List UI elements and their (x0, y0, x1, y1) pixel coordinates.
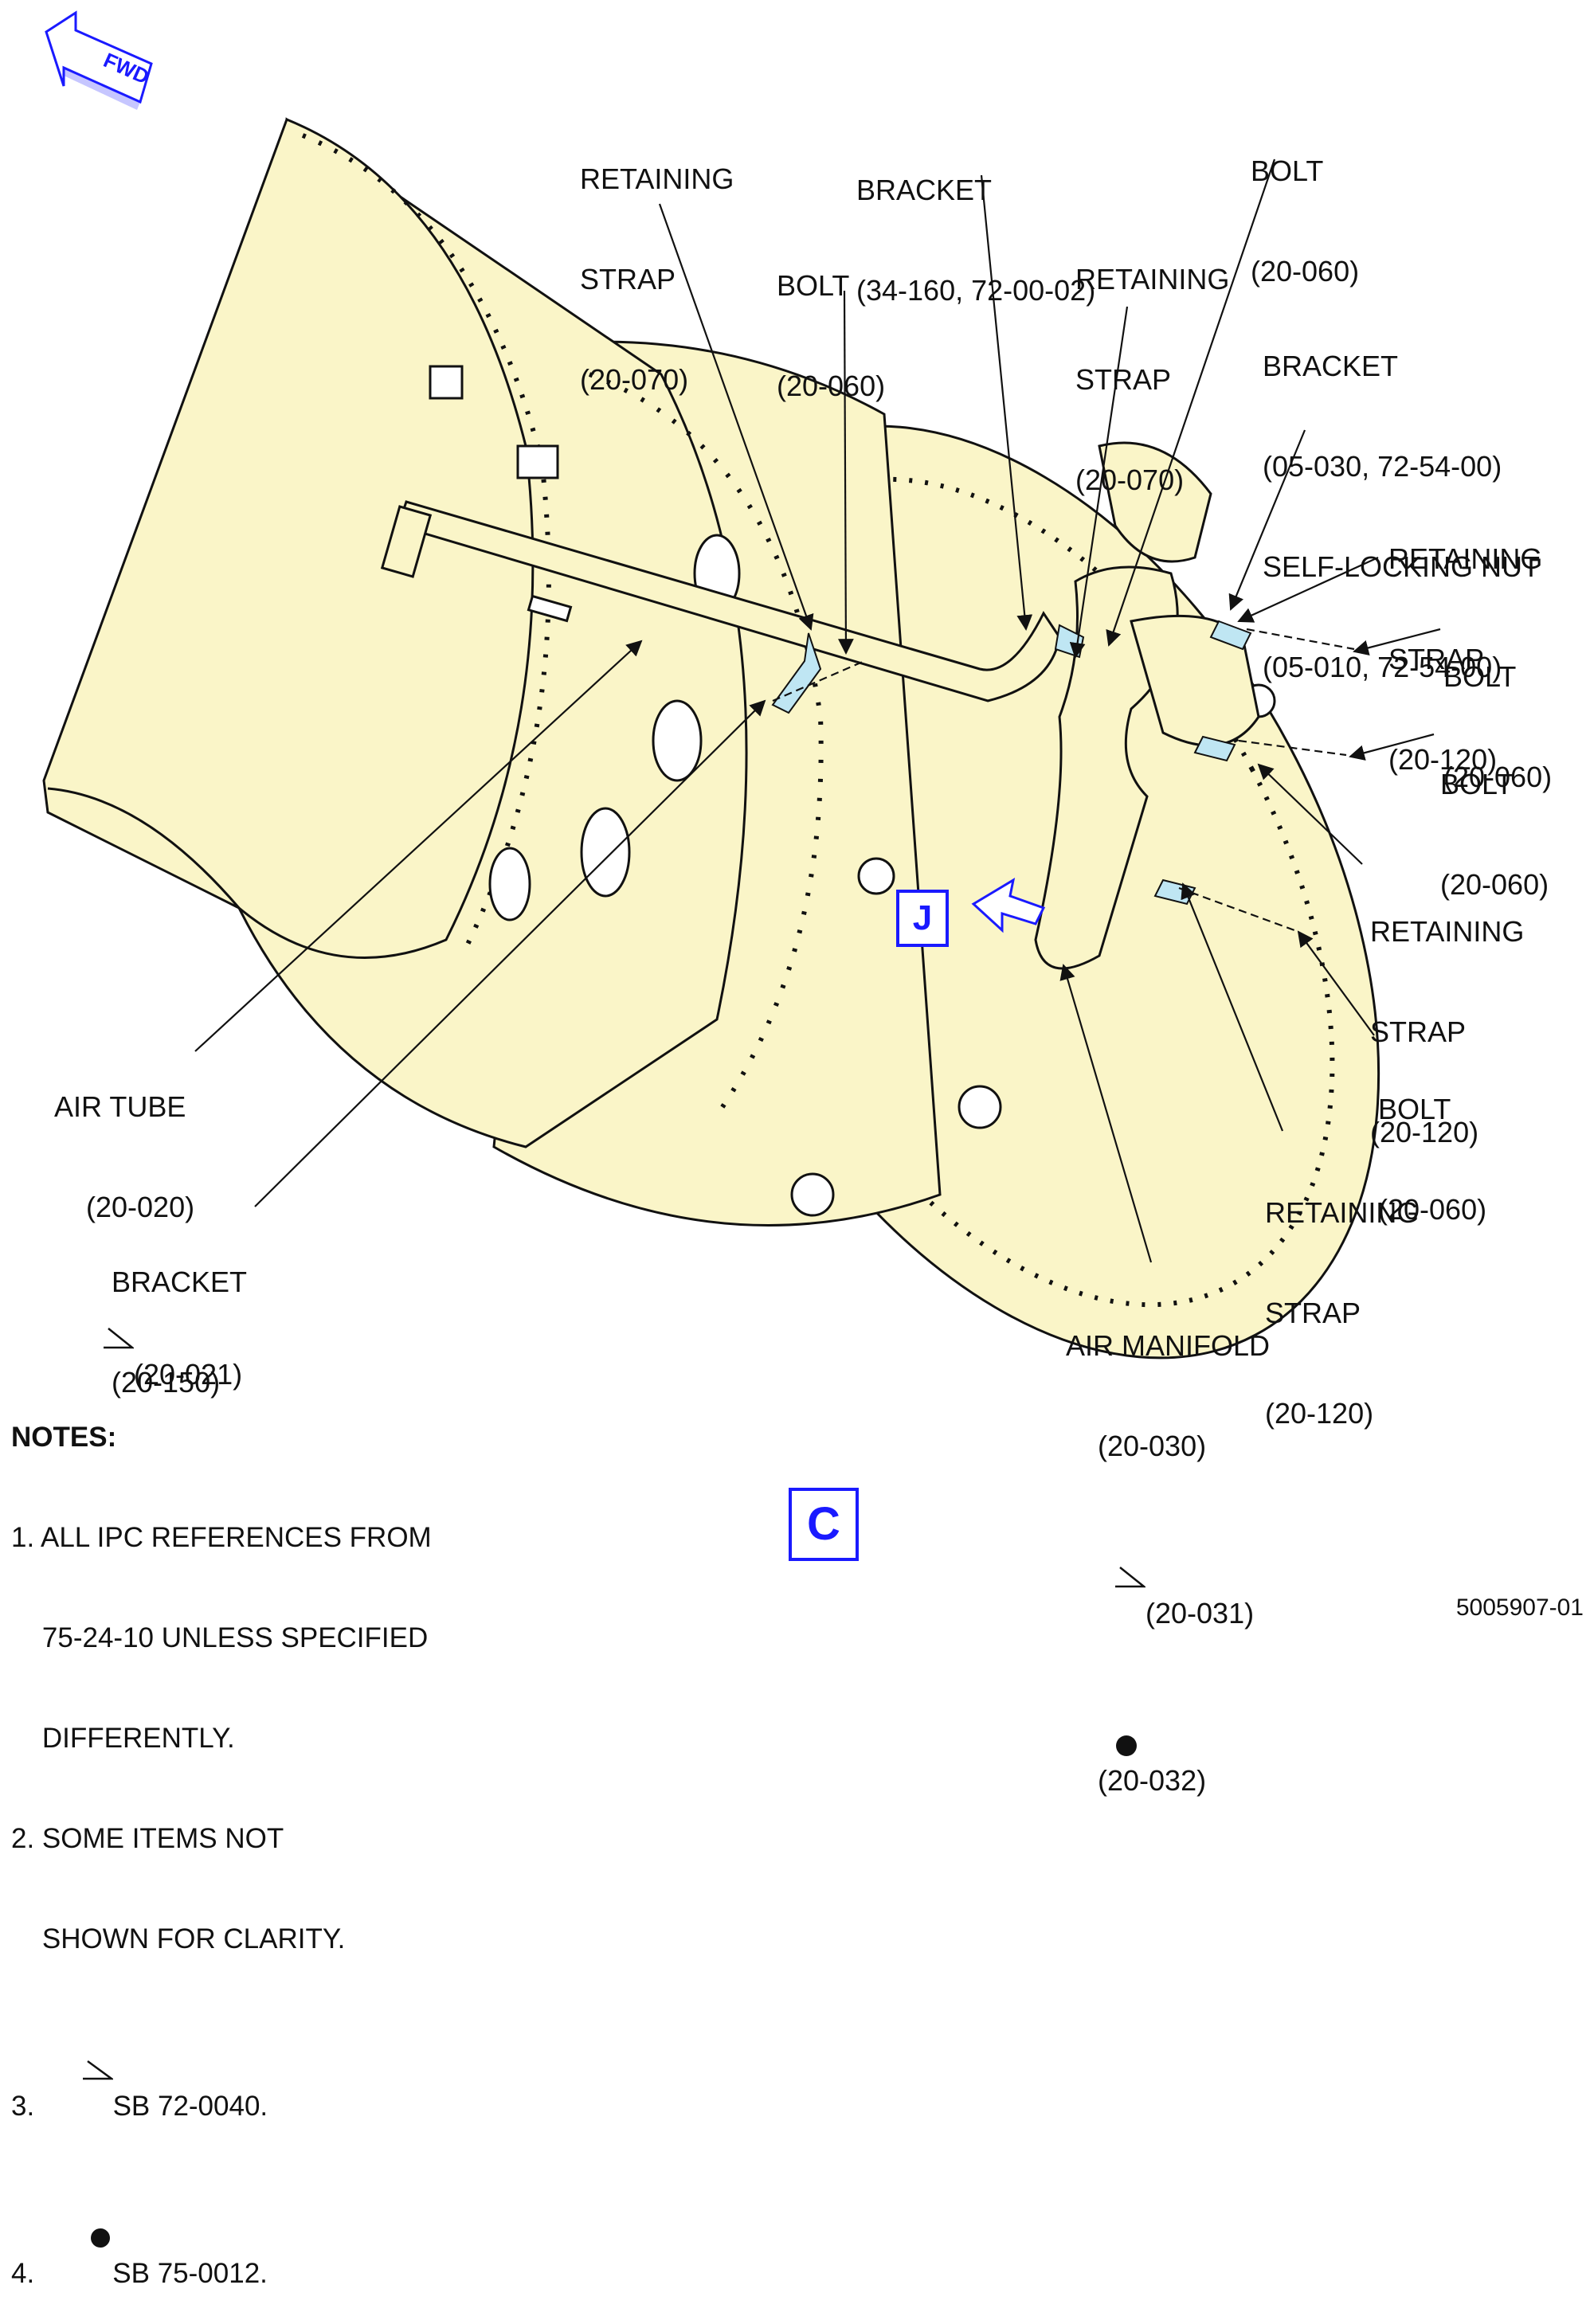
callout-bolt-right-2: BOLT (20-060) (1440, 768, 1549, 901)
middle-bolt-ring (588, 372, 824, 1117)
document-number: 5005907-01 (1455, 1594, 1584, 1621)
callout-retaining-strap-20-070-top: RETAINING STRAP (20-070) (580, 162, 734, 396)
highlighted-straps (771, 620, 1252, 906)
note-3: 3. SB 72-0040. (11, 2023, 432, 2123)
engine-illustration: FWD (42, 10, 1441, 1360)
callout-retaining-strap-20-120-top: RETAINING STRAP (20-120) (1388, 542, 1543, 776)
sb-triangle-icon (34, 2023, 115, 2123)
note-line: DIFFERENTLY. (11, 1723, 235, 1754)
callout-bolt-right-1: BOLT (20-060) (1443, 660, 1553, 793)
note-line: 2. SOME ITEMS NOT (11, 1823, 284, 1854)
callout-bracket-self-locking-nut: BRACKET (05-030, 72-54-00) SELF-LOCKING … (1263, 350, 1541, 683)
sb-dot-icon (1066, 1697, 1138, 1798)
view-arrow-icon (971, 877, 1046, 933)
callout-bolt-top-right: BOLT (20-060) (1251, 155, 1360, 288)
sb-triangle-icon (54, 1291, 135, 1391)
callout-air-manifold: AIR MANIFOLD (20-030) (20-031) (20-032) (1066, 1329, 1271, 1798)
callout-bolt-right-3: BOLT (20-060) (1378, 1093, 1487, 1226)
forward-cylinder (42, 118, 535, 959)
callout-retaining-strap-20-120-mid: RETAINING STRAP (20-120) (1370, 915, 1525, 1148)
leader-lines (194, 158, 1441, 1263)
callout-air-tube: AIR TUBE (20-020) (20-021) (54, 1090, 243, 1391)
air-tube-part (380, 500, 1061, 702)
callout-bolt-mid-top: BOLT (20-060) (777, 269, 886, 402)
note-line: 1. ALL IPC REFERENCES FROM (11, 1522, 432, 1553)
notes-block: NOTES: 1. ALL IPC REFERENCES FROM 75-24-… (11, 1354, 432, 2324)
air-manifold-part (1034, 441, 1260, 970)
callout-retaining-strap-20-070-right: RETAINING STRAP (20-070) (1075, 263, 1230, 496)
note-4: 4. SB 75-0012. (11, 2190, 432, 2291)
callout-bracket-20-150: BRACKET (20-150) (112, 1266, 248, 1399)
sb-dot-icon (42, 2190, 112, 2291)
note-line: 75-24-10 UNLESS SPECIFIED (11, 1622, 429, 1653)
fwd-arrow-icon: FWD (45, 10, 153, 110)
view-marker-j[interactable]: J (896, 890, 949, 947)
view-marker-c[interactable]: C (789, 1488, 859, 1561)
sb-triangle-icon (1066, 1530, 1147, 1630)
callout-retaining-strap-20-120-bottom: RETAINING STRAP (20-120) (1265, 1196, 1420, 1430)
note-line: SHOWN FOR CLARITY. (11, 1923, 346, 1954)
callout-bracket-34-160: BRACKET (34-160, 72-00-02) (856, 174, 1096, 307)
notes-heading: NOTES: (11, 1422, 117, 1453)
